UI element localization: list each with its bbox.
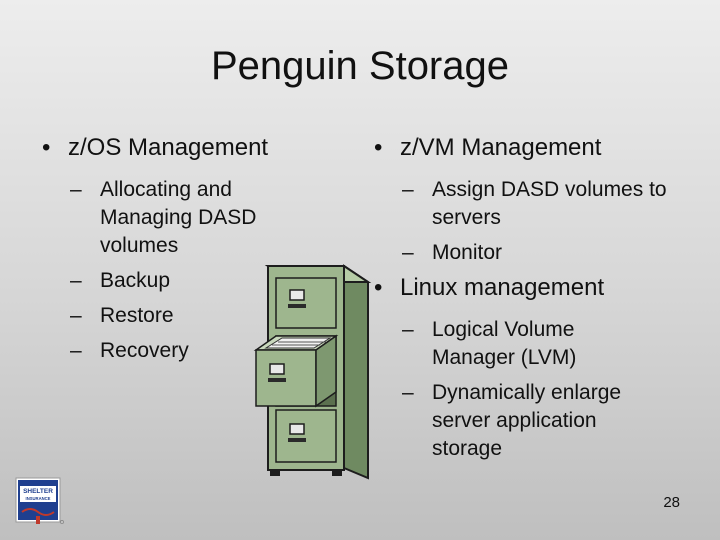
zvm-management-heading: z/VM Management [372,134,702,162]
restore-item: Restore [40,302,340,330]
zos-management-heading: z/OS Management [40,134,340,162]
page-number: 28 [663,494,680,511]
slide-title: Penguin Storage [210,44,509,88]
assign-dasd-item: Assign DASD volumes to servers [372,176,682,232]
recovery-item: Recovery [40,337,340,365]
logo-text-line1: SHELTER [23,488,53,495]
enlarge-storage-item: Dynamically enlarge server application s… [372,379,672,463]
monitor-item: Monitor [372,239,702,267]
backup-item: Backup [40,267,340,295]
right-column: z/VM Management Assign DASD volumes to s… [372,134,702,470]
left-column: z/OS Management Allocating and Managing … [40,134,340,372]
linux-management-heading: Linux management [372,274,702,302]
allocating-item: Allocating and Managing DASD volumes [40,176,300,260]
logo-text-line2: INSURANCE [26,496,51,501]
lvm-item: Logical Volume Manager (LVM) [372,316,662,372]
file-cabinet-icon [253,264,372,480]
shelter-insurance-logo: SHELTER INSURANCE [15,477,64,524]
